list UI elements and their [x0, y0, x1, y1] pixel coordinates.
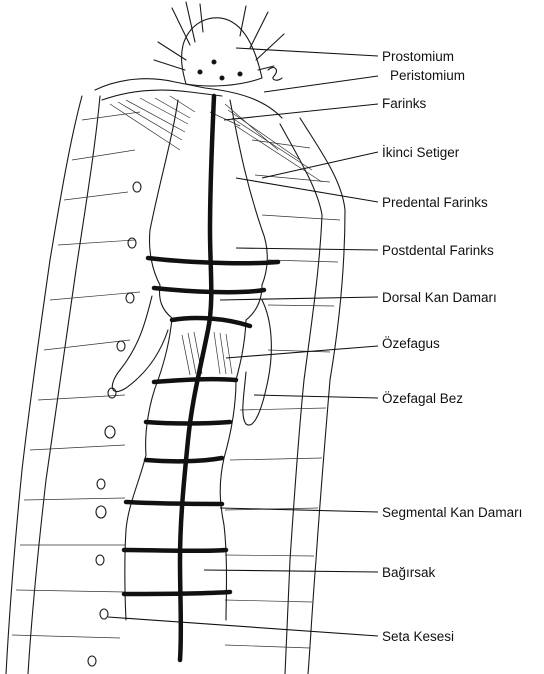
segment-lines-left	[12, 112, 140, 638]
label-postdental-farinks: Postdental Farinks	[382, 243, 494, 258]
label-farinks: Farinks	[382, 96, 427, 111]
label-peristomium: Peristomium	[390, 68, 465, 83]
prostomium-head	[154, 2, 284, 86]
leader-lines	[108, 48, 378, 636]
label-seta-kesesi: Seta Kesesi	[382, 629, 454, 644]
labels: Prostomium Peristomium Farinks İkinci Se…	[382, 49, 522, 644]
label-segmental-kan-damari: Segmental Kan Damarı	[382, 505, 522, 520]
label-dorsal-kan-damari: Dorsal Kan Damarı	[382, 290, 497, 305]
label-ikinci-setiger: İkinci Setiger	[382, 145, 460, 160]
body-outline	[6, 79, 345, 674]
label-ozefagus: Özefagus	[382, 336, 440, 351]
label-predental-farinks: Predental Farinks	[382, 195, 488, 210]
label-ozefagal-bez: Özefagal Bez	[382, 391, 463, 406]
label-prostomium: Prostomium	[382, 49, 454, 64]
pharynx-striations	[110, 96, 322, 182]
label-bagirsak: Bağırsak	[382, 565, 436, 580]
